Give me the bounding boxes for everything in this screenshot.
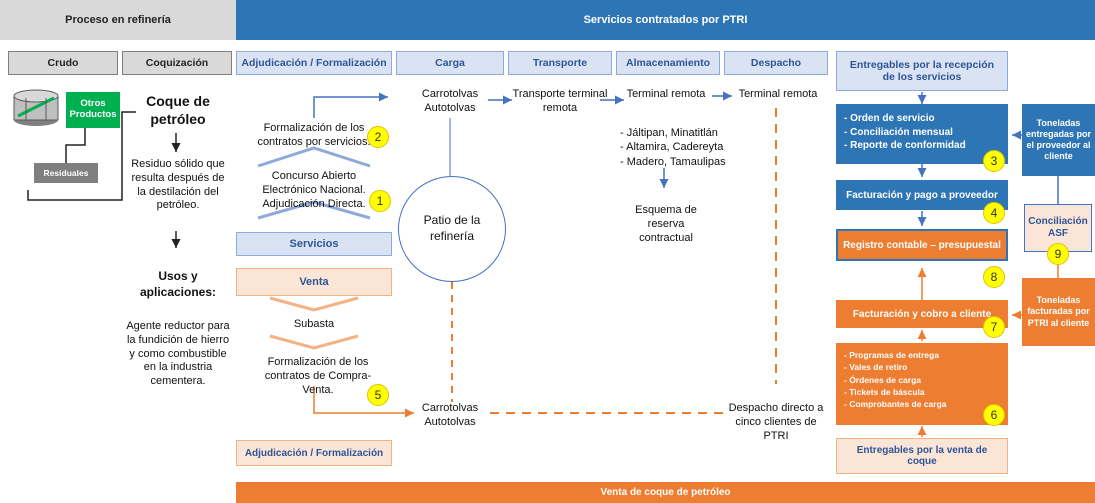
despacho-directo-text: Despacho directo a cinco clientes de PTR… — [728, 402, 824, 442]
step-6-badge: 6 — [983, 404, 1005, 426]
toneladas-facturadas-box: Toneladas facturadas por PTRI al cliente — [1022, 278, 1095, 346]
chevron-down-1 — [269, 296, 359, 312]
line-coque-residuales — [27, 111, 136, 201]
formalizacion-servicios-text: Formalización de los contratos por servi… — [257, 122, 371, 148]
coque-title: Coque de petróleo — [146, 93, 210, 128]
stage-entregables: Entregables por la recepción de los serv… — [836, 51, 1008, 91]
ordenes-item: - Conciliación mensual — [844, 126, 953, 138]
terminal-item: - Madero, Tamaulipas — [620, 155, 726, 168]
step-2-badge: 2 — [367, 126, 389, 148]
toneladas-entregadas-box: Toneladas entregadas por el proveedor al… — [1022, 104, 1095, 176]
step-5-badge: 5 — [367, 384, 389, 406]
carrotolvas-bottom-text: Carrotolvas Autotolvas — [421, 402, 479, 428]
registro-box: Registro contable – presupuestal — [836, 229, 1008, 261]
terminal-item: - Altamira, Cadereyta — [620, 141, 724, 154]
terminal-item: - Jáltipan, Minatitlán — [620, 127, 718, 139]
step-4-badge: 4 — [983, 202, 1005, 224]
carrotolvas-top-text: Carrotolvas Autotolvas — [421, 88, 479, 114]
chevron-up-1 — [257, 146, 371, 168]
subasta-text: Subasta — [293, 318, 335, 330]
step-9-badge: 9 — [1047, 243, 1069, 265]
esquema-text: Esquema de reserva contractual — [635, 204, 697, 244]
stage-crudo: Crudo — [8, 51, 118, 75]
servicios-box: Servicios — [236, 232, 392, 256]
agente-text: Agente reductor para la fundición de hie… — [126, 320, 230, 387]
residuales-box: Residuales — [34, 163, 98, 183]
formalizacion-cv-text: Formalización de los contratos de Compra… — [264, 356, 372, 396]
ordenes-box: - Orden de servicio - Conciliación mensu… — [836, 104, 1008, 164]
terminales-list: - Jáltipan, Minatitlán - Altamira, Cader… — [620, 126, 730, 169]
programas-box: - Programas de entrega - Vales de retiro… — [836, 343, 1008, 425]
terminal-remota2-text: Terminal remota — [738, 88, 818, 100]
footer-venta: Venta de coque de petróleo — [236, 482, 1095, 503]
usos-title: Usos y aplicaciones: — [139, 269, 217, 300]
entregables-venta-box: Entregables por la venta de coque — [836, 438, 1008, 474]
programas-item: - Tickets de báscula — [844, 386, 925, 397]
ordenes-item: - Reporte de conformidad — [844, 140, 966, 151]
header-proceso: Proceso en refinería — [0, 0, 236, 40]
otros-productos-box: Otros Productos — [66, 92, 120, 128]
stage-despacho: Despacho — [724, 51, 828, 75]
arrow-formalizacion-carrotolvas — [313, 92, 388, 118]
programas-item: - Vales de retiro — [844, 362, 908, 373]
programas-item: - Comprobantes de carga — [844, 399, 947, 410]
venta-box: Venta — [236, 268, 392, 296]
refinery-tank-icon — [10, 86, 62, 128]
step-7-badge: 7 — [983, 316, 1005, 338]
transporte-remota-text: Transporte terminal remota — [512, 88, 608, 114]
stage-coquizacion: Coquización — [122, 51, 232, 75]
stage-carga: Carga — [396, 51, 504, 75]
step-8-badge: 8 — [983, 266, 1005, 288]
header-servicios: Servicios contratados por PTRI — [236, 0, 1095, 40]
chevron-up-2 — [257, 200, 371, 220]
programas-item: - Órdenes de carga — [844, 374, 922, 385]
adjudicacion-bottom-box: Adjudicación / Formalización — [236, 440, 392, 466]
ordenes-item: - Orden de servicio — [844, 113, 935, 124]
concurso-text: Concurso Abierto Electrónico Nacional. A… — [262, 170, 366, 210]
patio-ellipse: Patio de la refinería — [398, 176, 506, 282]
residuo-text: Residuo sólido que resulta después de la… — [131, 158, 225, 212]
stage-adjudicacion: Adjudicación / Formalización — [236, 51, 392, 75]
arrow-formalizacion-carrotolvas-bottom — [313, 386, 414, 418]
stage-almacenamiento: Almacenamiento — [616, 51, 720, 75]
facturacion-cobro-box: Facturación y cobro a cliente — [836, 300, 1008, 328]
chevron-down-2 — [269, 334, 359, 350]
programas-item: - Programas de entrega — [844, 350, 939, 360]
step-3-badge: 3 — [983, 150, 1005, 172]
step-1-badge: 1 — [369, 190, 391, 212]
stage-transporte: Transporte — [508, 51, 612, 75]
line-residuales-otros — [65, 128, 86, 163]
facturacion-pago-box: Facturación y pago a proveedor — [836, 180, 1008, 210]
terminal-remota-text: Terminal remota — [626, 88, 706, 100]
